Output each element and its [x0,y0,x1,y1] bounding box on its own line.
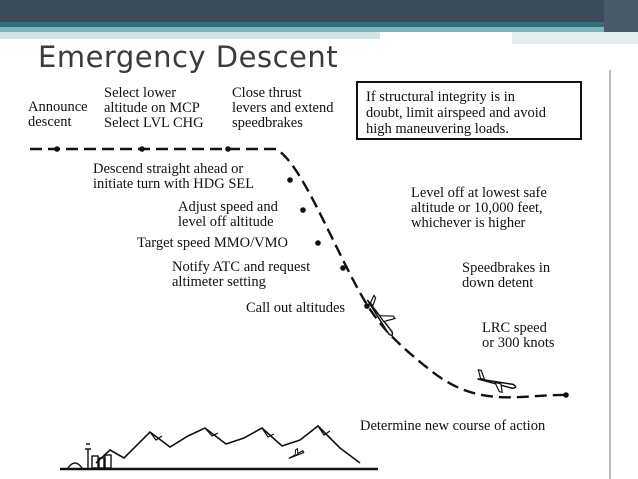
path-dot-notify [340,265,346,271]
path-dot-descend [287,177,293,183]
header-band-pale-left [0,32,380,39]
label-speedbrakes-down: Speedbrakes in down detent [462,260,551,291]
city-skyline-icon [67,443,112,469]
slide-right-border [609,70,611,479]
path-dot-announce [54,146,60,152]
header-band-teal [0,22,638,27]
label-adjust-speed: Adjust speed and level off altitude [178,199,278,230]
path-dot-end [563,392,569,398]
header-band-pale-right [512,32,638,44]
aircraft-descending-icon [366,294,396,337]
label-level-off: Level off at lowest safe altitude or 10,… [411,185,547,231]
path-dot-adjust [300,207,306,213]
mountain-range [95,424,361,464]
path-dot-callout [364,303,370,309]
label-descend-straight: Descend straight ahead or initiate turn … [93,161,255,192]
flight-path [30,147,569,399]
aircraft-leveling-icon [477,369,517,394]
label-call-out: Call out altitudes [246,300,346,316]
path-dot-select [139,146,145,152]
label-target-speed: Target speed MMO/VMO [137,235,288,251]
label-announce: Announce descent [28,99,88,130]
slide-title: Emergency Descent [38,40,339,74]
label-lrc-speed: LRC speed or 300 knots [482,320,555,351]
label-close-thrust: Close thrust levers and extend speedbrak… [232,85,334,131]
header-notch-right [604,0,638,32]
header-band-light [0,27,638,32]
small-aircraft-icon [288,448,305,459]
path-dot-target [315,240,321,246]
header-band-dark [0,0,638,22]
caution-box: If structural integrity is in doubt, lim… [356,81,582,140]
label-select-lower: Select lower altitude on MCP Select LVL … [104,85,204,131]
path-dot-thrust [225,146,231,152]
label-notify-atc: Notify ATC and request altimeter setting [172,259,311,290]
label-determine: Determine new course of action [360,418,546,434]
